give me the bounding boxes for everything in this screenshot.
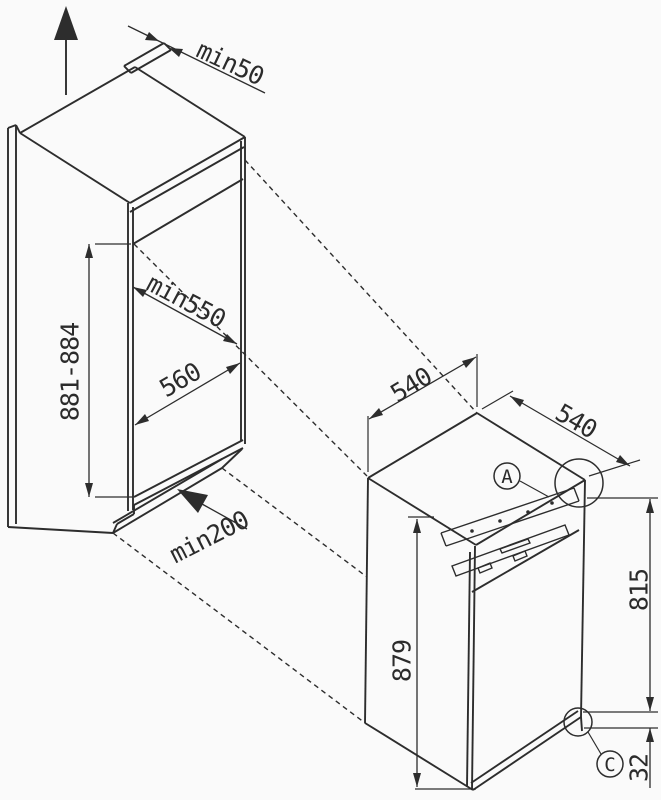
bottom-vent-value: min200 bbox=[165, 505, 253, 569]
detail-zoom-circle-bottom bbox=[563, 707, 593, 737]
detail-zoom-circle-top bbox=[554, 458, 604, 508]
niche-height-value: 881-884 bbox=[56, 323, 85, 421]
top-depth-value: 540 bbox=[550, 398, 601, 444]
dimension-top-width: 540 bbox=[367, 354, 478, 472]
top-width-value: 540 bbox=[385, 362, 436, 409]
appliance-height-value: 879 bbox=[388, 640, 417, 682]
cabinet-drawing bbox=[7, 42, 246, 534]
dimension-niche-depth: min550 bbox=[132, 268, 238, 345]
dimension-niche-height: 881-884 bbox=[56, 243, 133, 498]
detail-a-label: A bbox=[501, 466, 513, 488]
dimension-door-height: 815 bbox=[583, 497, 658, 713]
niche-depth-value: min550 bbox=[142, 268, 230, 333]
detail-marker-c: C bbox=[587, 731, 624, 778]
dimension-bottom-vent: min200 bbox=[165, 489, 253, 569]
door-mounting-rail bbox=[440, 487, 580, 577]
up-arrow-icon bbox=[54, 6, 78, 95]
niche-width-value: 560 bbox=[154, 357, 205, 403]
door-height-value: 815 bbox=[625, 569, 654, 611]
dimension-niche-width: 560 bbox=[134, 357, 241, 426]
appliance-drawing bbox=[364, 412, 604, 791]
detail-marker-a: A bbox=[493, 462, 550, 498]
projection-lines bbox=[112, 159, 478, 724]
dimension-appliance-height: 879 bbox=[388, 516, 476, 790]
detail-c-label: C bbox=[604, 754, 615, 776]
dimension-top-clearance: min50 bbox=[127, 25, 268, 94]
bottom-offset-value: 32 bbox=[625, 754, 654, 782]
dimension-bottom-offset: 32 bbox=[584, 727, 658, 788]
top-clearance-value: min50 bbox=[192, 35, 268, 91]
